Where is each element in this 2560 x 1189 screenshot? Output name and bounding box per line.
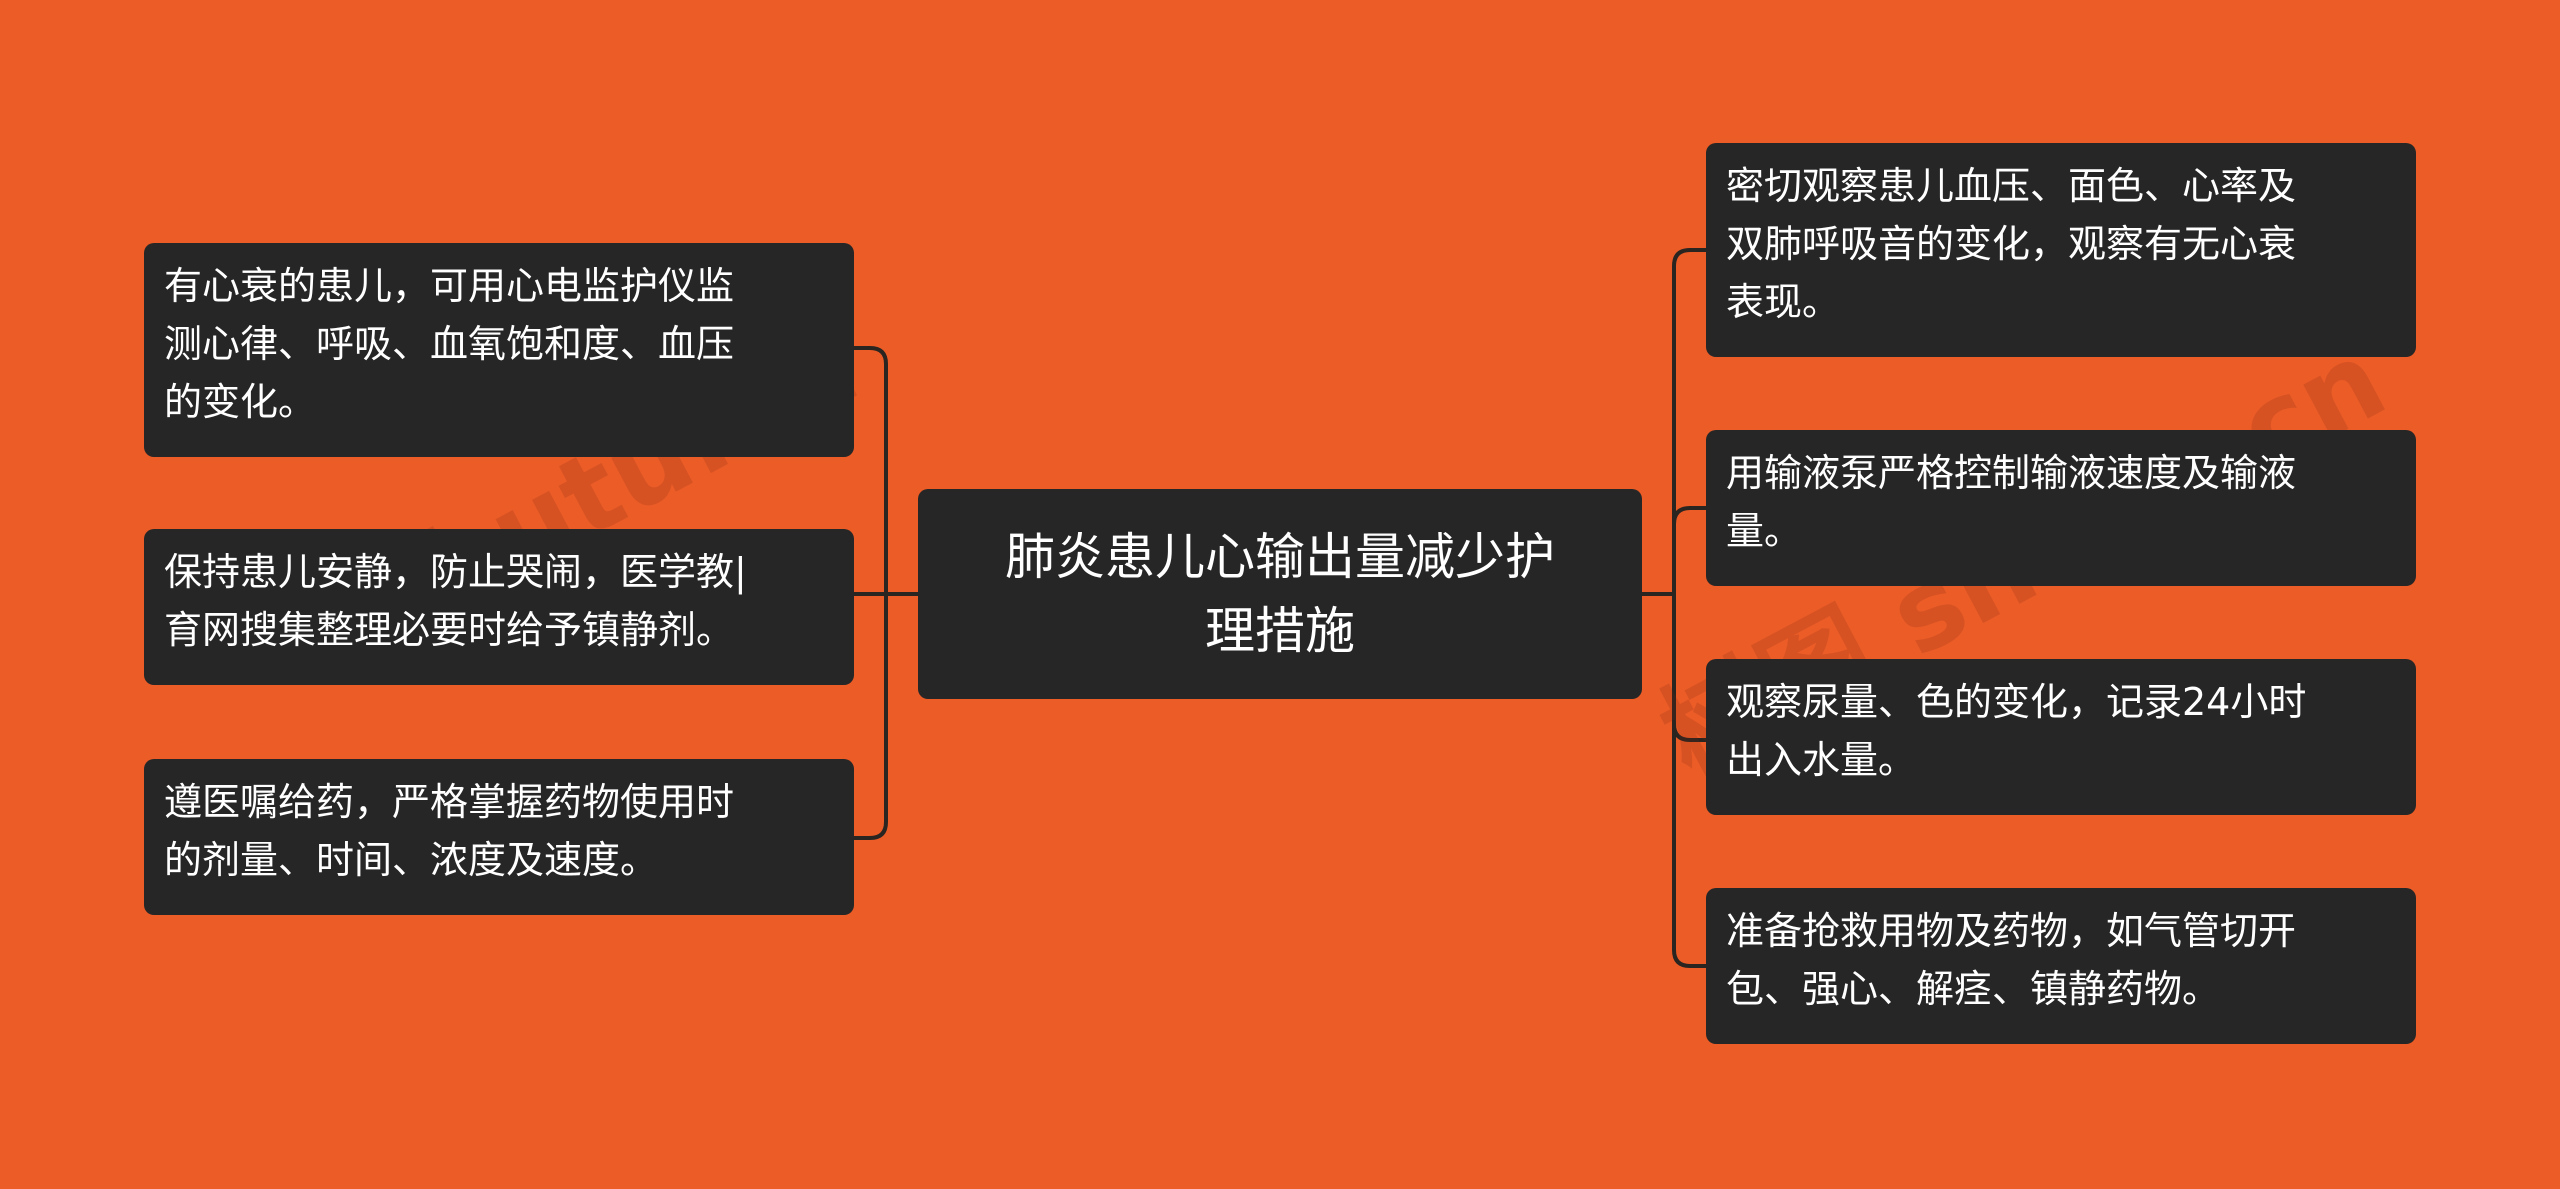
left-node-3[interactable]: 遵医嘱给药，严格掌握药物使用时 的剂量、时间、浓度及速度。 [144,759,854,915]
left-node-1[interactable]: 有心衰的患儿，可用心电监护仪监 测心律、呼吸、血氧饱和度、血压 的变化。 [144,243,854,457]
right-node-1[interactable]: 密切观察患儿血压、面色、心率及 双肺呼吸音的变化，观察有无心衰 表现。 [1706,143,2416,357]
center-topic-node[interactable]: 肺炎患儿心输出量减少护 理措施 [918,489,1642,699]
connector-right-2 [1672,506,1706,594]
connector-right-1 [1672,248,1706,594]
center-topic-text: 肺炎患儿心输出量减少护 理措施 [1005,528,1555,660]
right-node-3[interactable]: 观察尿量、色的变化，记录24小时 出入水量。 [1706,659,2416,815]
left-node-2[interactable]: 保持患儿安静，防止哭闹，医学教| 育网搜集整理必要时给予镇静剂。 [144,529,854,685]
right-node-4[interactable]: 准备抢救用物及药物，如气管切开 包、强心、解痉、镇静药物。 [1706,888,2416,1044]
connector-right-4 [1672,594,1706,968]
connector-left-1 [854,346,888,594]
right-node-2[interactable]: 用输液泵严格控制输液速度及输液 量。 [1706,430,2416,586]
connector-right-3 [1672,594,1706,742]
connector-left-3 [854,594,888,840]
